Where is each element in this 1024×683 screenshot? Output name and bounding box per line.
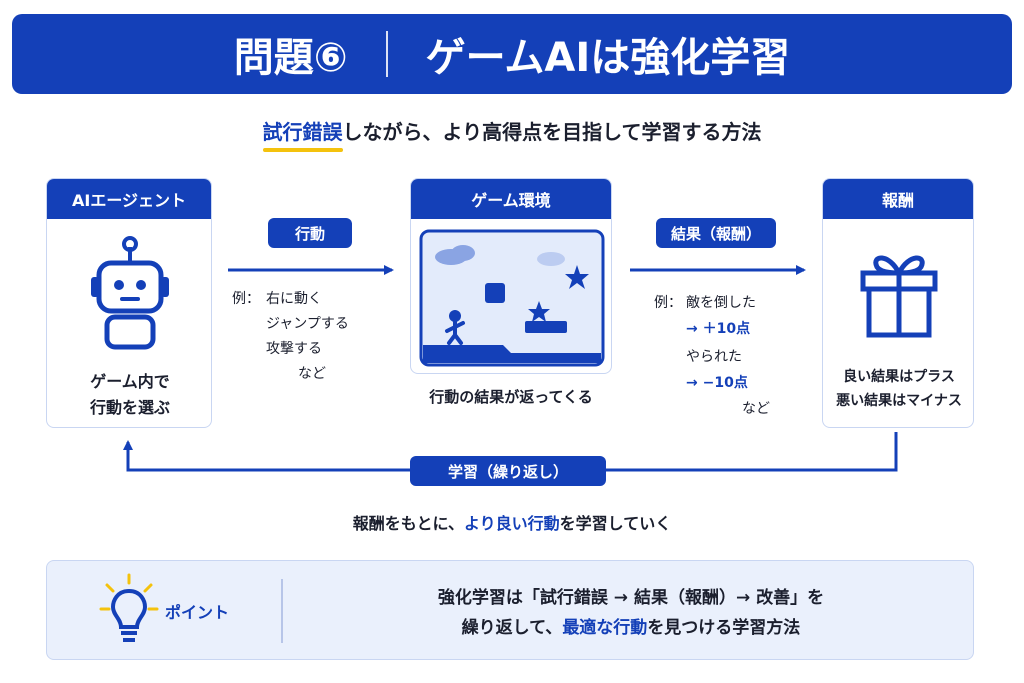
action-tag: 行動	[268, 218, 352, 248]
point-line2: 繰り返して、最適な行動を見つける学習方法	[287, 613, 975, 643]
environment-caption: 行動の結果が返ってくる	[429, 388, 593, 406]
header-divider	[385, 31, 388, 77]
point-line2-part1: 繰り返して、	[461, 618, 563, 638]
reward-line2: 悪い結果はマイナス	[836, 393, 962, 409]
result-line-5: など	[742, 401, 770, 417]
point-box: ポイント 強化学習は「試行錯誤 → 結果（報酬）→ 改善」を 繰り返して、最適な…	[46, 560, 974, 660]
result-tag: 結果（報酬）	[656, 218, 776, 248]
reward-description: 良い結果はプラス 悪い結果はマイナス	[823, 365, 973, 413]
point-line1: 強化学習は「試行錯誤 → 結果（報酬）→ 改善」を	[437, 588, 825, 608]
robot-icon	[91, 236, 169, 350]
point-text: 強化学習は「試行錯誤 → 結果（報酬）→ 改善」を 繰り返して、最適な行動を見つ…	[287, 583, 975, 643]
environment-card: ゲーム環境	[410, 178, 612, 374]
lightbulb-icon	[99, 573, 159, 642]
point-line2-highlight: 最適な行動	[562, 618, 648, 638]
subtitle-highlight: 試行錯誤	[262, 116, 343, 152]
summary-statement: 報酬をもとに、より良い行動を学習していく	[0, 510, 1024, 534]
summary-part1: 報酬をもとに、	[352, 514, 464, 533]
action-example-2: ジャンプする	[266, 316, 349, 332]
point-label: ポイント	[165, 603, 230, 622]
reward-line1: 良い結果はプラス	[843, 369, 955, 385]
action-example-4: など	[298, 366, 326, 382]
summary-highlight: より良い行動	[463, 514, 560, 533]
environment-card-title: ゲーム環境	[411, 179, 611, 219]
result-line-2: → ＋10点	[686, 318, 750, 340]
point-line2-part2: を見つける学習方法	[647, 618, 801, 638]
agent-description: ゲーム内で 行動を選ぶ	[47, 369, 211, 421]
result-line-4: → −10点	[686, 372, 748, 394]
result-line-3: やられた	[686, 349, 742, 365]
reward-card: 報酬 良い結果はプラス 悪い結果はマイナス	[822, 178, 974, 428]
action-example-3: 攻撃する	[266, 341, 322, 357]
agent-desc-line1: ゲーム内で	[90, 372, 170, 391]
page-title: ゲームAIは強化学習	[425, 35, 791, 81]
action-example-prefix: 例：	[232, 291, 260, 307]
title-banner: 問題⑥ ゲームAIは強化学習	[12, 14, 1012, 94]
subtitle: 試行錯誤しながら、より高得点を目指して学習する方法	[0, 116, 1024, 152]
learning-tag: 学習（繰り返し）	[410, 456, 606, 486]
reward-card-title: 報酬	[823, 179, 973, 219]
agent-card: AIエージェント ゲーム内で 行動を選ぶ	[46, 178, 212, 428]
result-minus-points: → −10点	[686, 375, 748, 391]
subtitle-rest: しながら、より高得点を目指して学習する方法	[342, 120, 762, 144]
agent-desc-line2: 行動を選ぶ	[89, 398, 170, 417]
point-divider	[281, 579, 283, 643]
summary-part2: を学習していく	[559, 514, 672, 533]
game-scene-icon	[419, 229, 605, 367]
action-example-1: 右に動く	[266, 291, 322, 307]
result-line-1: 敵を倒した	[686, 295, 756, 311]
result-example-prefix: 例：	[654, 295, 682, 311]
result-plus-points: → ＋10点	[686, 321, 751, 337]
agent-card-title: AIエージェント	[47, 179, 211, 219]
gift-icon	[860, 255, 938, 338]
problem-number: 問題⑥	[233, 35, 348, 81]
